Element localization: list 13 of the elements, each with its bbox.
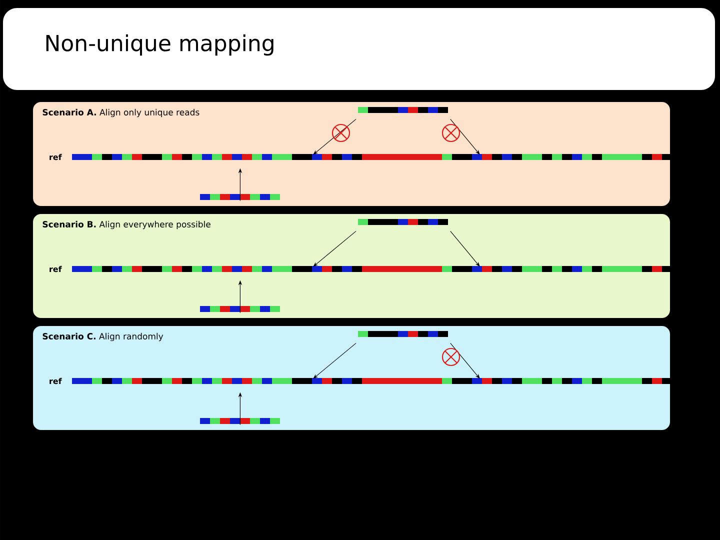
arrow bbox=[313, 230, 356, 267]
sequence-label: ref bbox=[50, 154, 62, 160]
sequence-bar bbox=[200, 418, 280, 424]
sequence-bar bbox=[358, 219, 448, 225]
sequence-bar bbox=[200, 194, 280, 200]
arrow bbox=[313, 342, 356, 379]
title-banner: Non-unique mapping bbox=[3, 8, 715, 90]
sequence-bar bbox=[358, 331, 448, 337]
sequence-label: ref bbox=[50, 378, 62, 384]
arrow bbox=[313, 118, 356, 155]
sequence-bar bbox=[200, 306, 280, 312]
sequence-bar bbox=[358, 107, 448, 113]
sequence-label: ref bbox=[50, 266, 62, 272]
